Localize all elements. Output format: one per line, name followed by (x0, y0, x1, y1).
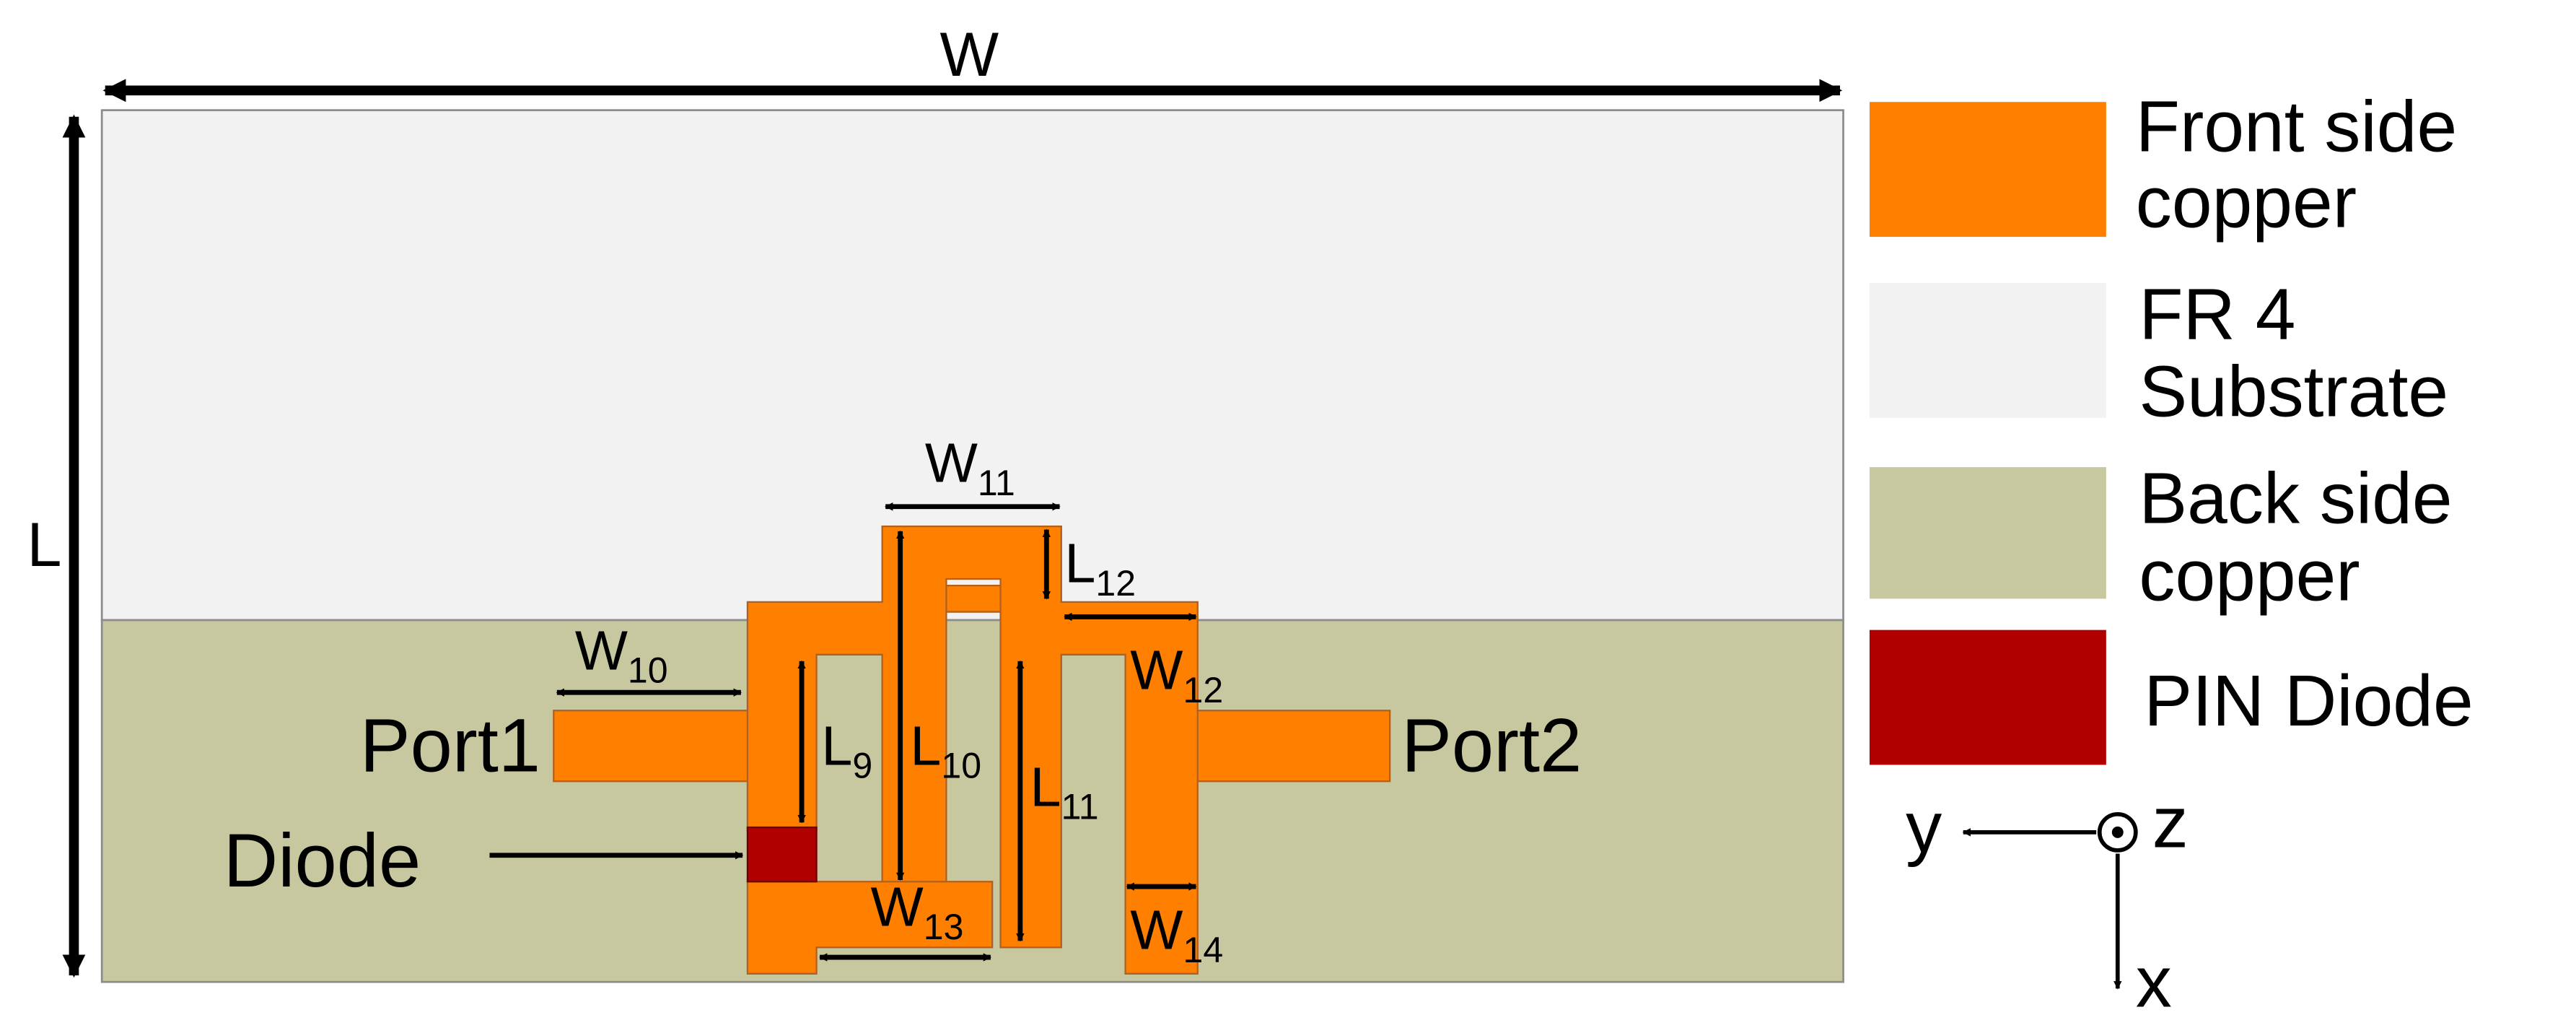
l12-label: L12 (1064, 533, 1136, 604)
legend-label-front-copper-2: copper (2136, 162, 2357, 243)
legend-label-back-copper: Back side (2139, 458, 2452, 539)
legend-label-pin-diode: PIN Diode (2144, 661, 2474, 741)
port2-feed-line (1193, 710, 1391, 783)
w14-label: W14 (1130, 900, 1223, 970)
lower-stub (746, 881, 994, 975)
w11-label: W11 (925, 432, 1015, 503)
legend-label-front-copper: Front side (2136, 87, 2457, 167)
y-axis-label: y (1906, 787, 1942, 868)
w10-label: W10 (575, 619, 668, 690)
legend-swatch-substrate (1869, 282, 2106, 418)
port2-label: Port2 (1401, 704, 1582, 788)
w13-label: W13 (871, 876, 964, 947)
l9-label: L9 (821, 715, 872, 785)
legend-swatch-pin-diode (1869, 630, 2106, 765)
l11-label: L11 (1030, 756, 1099, 827)
diode-label: Diode (224, 819, 421, 903)
w12-label: W12 (1130, 640, 1223, 710)
port1-feed-line (553, 710, 752, 783)
port1-label: Port1 (360, 704, 540, 788)
legend-label-substrate: FR 4 (2139, 274, 2295, 354)
z-axis-label: z (2152, 782, 2189, 863)
legend: Front side copper FR 4 Substrate Back si… (1869, 87, 2474, 765)
w-label: W (939, 20, 999, 90)
legend-label-back-copper-2: copper (2139, 536, 2360, 617)
x-axis-label: x (2136, 941, 2172, 1022)
l-label: L (27, 510, 61, 580)
z-axis-dot-icon (2111, 826, 2124, 838)
legend-label-substrate-2: Substrate (2139, 351, 2448, 432)
legend-swatch-back-copper (1869, 467, 2106, 599)
legend-swatch-front-copper (1869, 102, 2106, 238)
l10-label: L10 (910, 715, 981, 785)
coordinate-axes: y z x (1906, 782, 2189, 1022)
pin-diode (746, 826, 818, 883)
meander-resonator (746, 525, 1199, 975)
front-side-copper (553, 525, 1391, 975)
